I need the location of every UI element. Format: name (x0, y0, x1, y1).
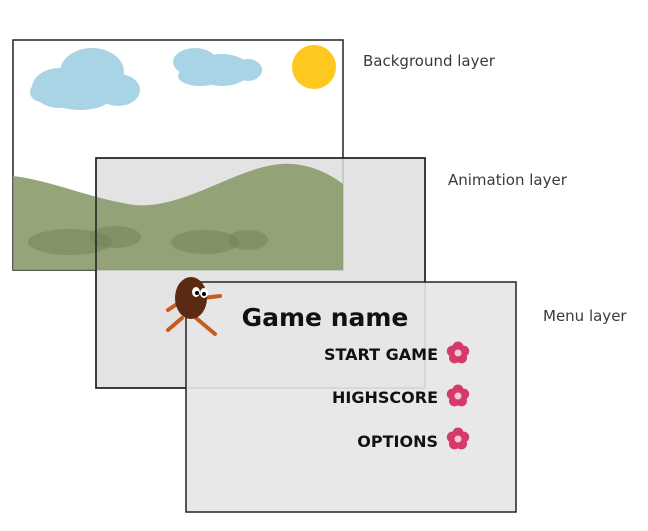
flower-icon (446, 384, 470, 407)
menu-item-options[interactable]: OPTIONS (357, 432, 438, 451)
character-icon (166, 277, 222, 336)
menu-item-start-game[interactable]: START GAME (324, 345, 438, 364)
cloud-icon (173, 48, 262, 86)
menu-title: Game name (242, 303, 409, 332)
animation-layer-label: Animation layer (448, 171, 567, 189)
background-layer-label: Background layer (363, 52, 495, 70)
sun-icon (292, 45, 336, 89)
flower-icon (446, 427, 470, 450)
menu-item-highscore[interactable]: HIGHSCORE (332, 388, 438, 407)
flower-icon (446, 341, 470, 364)
menu-layer-label: Menu layer (543, 307, 627, 325)
cloud-icon (30, 48, 140, 110)
